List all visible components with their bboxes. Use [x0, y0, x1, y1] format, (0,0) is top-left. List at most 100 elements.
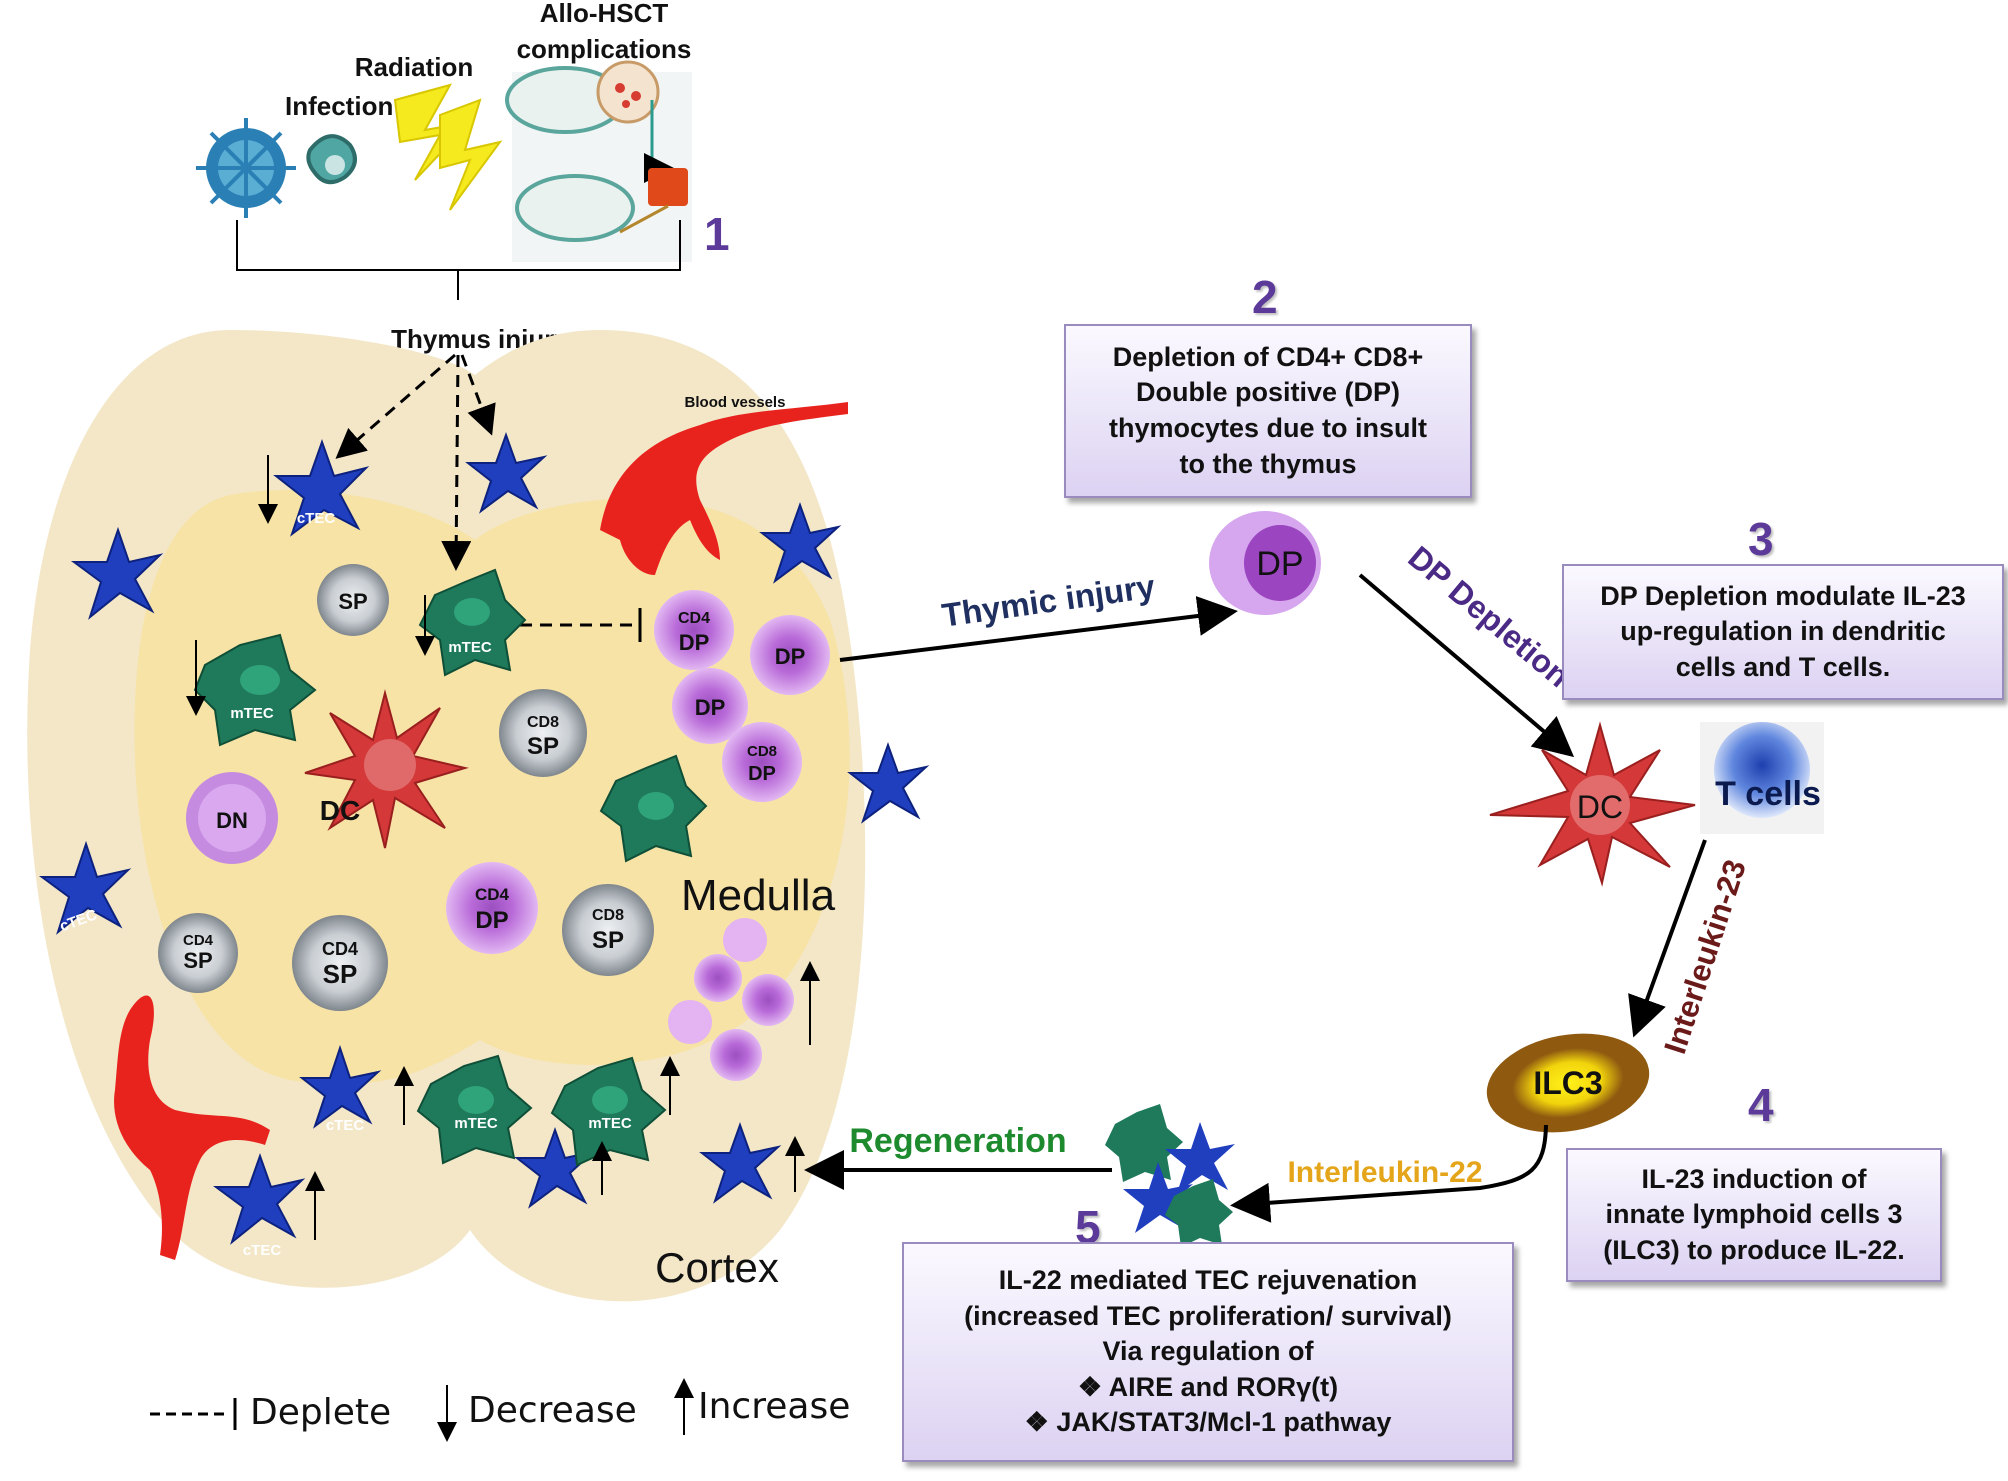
cd8-sp-cell [562, 884, 654, 976]
legend-glyphs [150, 1378, 694, 1442]
pathway-dc-label: DC [1577, 789, 1623, 825]
blood-vessel [114, 995, 270, 1260]
injury-arrows [335, 353, 640, 627]
ctec-cell [299, 1044, 382, 1129]
sp-label: SP [527, 733, 559, 760]
step-3-box: DP Depletion modulate IL-23 up-regulatio… [1562, 564, 2004, 700]
ctec-cell [759, 502, 842, 584]
step-3-line: cells and T cells. [1675, 651, 1891, 682]
interleukin-23-label: Interleukin-23 [1657, 855, 1753, 1058]
thymic-injury-arrow [839, 596, 1238, 662]
mtec-label: mTEC [448, 639, 492, 656]
infection-label: Infection [285, 91, 393, 121]
cd4-label: CD4 [183, 932, 214, 949]
pathway-dp-label: DP [1256, 545, 1303, 583]
step-5-line: Via regulation of [1102, 1336, 1314, 1367]
hsct-label-line2: complications [517, 34, 692, 64]
cd4-label: CD4 [678, 610, 710, 627]
infection-virus-icon [196, 118, 296, 218]
ctec-cell [465, 432, 548, 514]
step-3-line: DP Depletion modulate IL-23 [1600, 580, 1966, 611]
legend-deplete: Deplete [250, 1392, 392, 1433]
legend-decrease: Decrease [468, 1390, 637, 1431]
bacteria-icon [306, 134, 357, 185]
step-2-number: 2 [1252, 271, 1278, 323]
dp-label: DP [748, 763, 776, 785]
dendritic-cell [304, 689, 469, 849]
ilc3-label: ILC3 [1533, 1065, 1602, 1101]
step-5-box: IL-22 mediated TEC rejuvenation (increas… [902, 1242, 1514, 1462]
dp-label: DP [475, 907, 508, 934]
dc-label: DC [320, 795, 360, 826]
cd8-label: CD8 [592, 907, 624, 924]
step-5-line: ❖ JAK/STAT3/Mcl-1 pathway [1024, 1407, 1392, 1438]
dp-cell [722, 722, 802, 802]
ctec-cell [212, 1153, 306, 1245]
pathway-dp-cell [1209, 511, 1321, 615]
ilc3-cell [1486, 1033, 1650, 1133]
dp-cell [446, 862, 538, 954]
step-3-line: up-regulation in dendritic [1620, 616, 1946, 647]
step-2-line: Double positive (DP) [1135, 377, 1400, 408]
dp-cell [750, 615, 830, 695]
mtec-label: mTEC [588, 1115, 632, 1132]
cd4-sp-cell [158, 913, 238, 993]
dp-label: DP [695, 695, 726, 720]
ctec-cell [273, 438, 370, 537]
cd4-sp-cell [292, 915, 388, 1011]
dp-label: DP [679, 630, 710, 655]
rejuvenated-tec-cluster [1105, 1104, 1235, 1247]
step-5-line: (increased TEC proliferation/ survival) [964, 1300, 1452, 1331]
step-2-line: Depletion of CD4+ CD8+ [1112, 341, 1424, 372]
ctec-label: cTEC [326, 1117, 365, 1134]
ctec-label: cTEC [297, 510, 336, 527]
dp-label: DP [775, 644, 806, 669]
step-2-line: to the thymus [1179, 448, 1357, 479]
pathway-dc-cell [1489, 721, 1696, 887]
ctec-cell [699, 1122, 782, 1204]
dn-cell [186, 772, 278, 864]
interleukin-22-label: Interleukin-22 [1287, 1156, 1482, 1189]
legend-increase: Increase [698, 1386, 851, 1427]
mtec-label: mTEC [454, 1115, 498, 1132]
dn-label: DN [216, 808, 248, 833]
sp-label: SP [183, 948, 212, 973]
t-cells-label: T cells [1715, 775, 1821, 813]
sp-cell [317, 564, 389, 636]
cd4-label: CD4 [475, 885, 510, 904]
t-cell [1700, 722, 1824, 834]
interleukin-23-arrow [1628, 839, 1707, 1038]
step-1-number: 1 [704, 208, 730, 260]
step-4-line: IL-23 induction of [1641, 1163, 1867, 1194]
sp-label: SP [592, 927, 624, 954]
cortex-label: Cortex [655, 1244, 779, 1291]
step-3-number: 3 [1748, 513, 1774, 565]
radiation-label: Radiation [355, 52, 473, 82]
sp-label: SP [338, 589, 367, 614]
dp-cell [672, 668, 748, 744]
blood-vessels-label: Blood vessels [685, 394, 786, 411]
step-2-box: Depletion of CD4+ CD8+ Double positive (… [1064, 324, 1472, 498]
medulla-label: Medulla [681, 871, 836, 920]
cd8-label: CD8 [527, 714, 559, 731]
step-2-line: thymocytes due to insult [1108, 413, 1428, 443]
dp-depletion-label: DP Depletion [1401, 539, 1576, 694]
ctec-cell [38, 840, 132, 935]
hsct-label-line1: Allo-HSCT [540, 0, 669, 28]
dp-cell [654, 590, 734, 670]
step-5-line: ❖ AIRE and RORγ(t) [1077, 1371, 1339, 1402]
radiation-icon [393, 83, 503, 211]
cd8-sp-cell [499, 689, 587, 777]
ctec-label: cTEC [243, 1242, 282, 1259]
trigger-bracket [236, 220, 681, 300]
dp-depletion-arrow [1358, 573, 1575, 758]
increase-arrows [305, 961, 820, 1240]
step-4-line: (ILC3) to produce IL-22. [1603, 1234, 1905, 1265]
hsct-transplant-icon [505, 60, 692, 262]
mtec-label: mTEC [230, 705, 274, 722]
ctec-cell [847, 742, 930, 824]
cd4-label: CD4 [322, 939, 358, 959]
blood-vessel [600, 402, 848, 575]
step-4-number: 4 [1748, 1079, 1774, 1131]
